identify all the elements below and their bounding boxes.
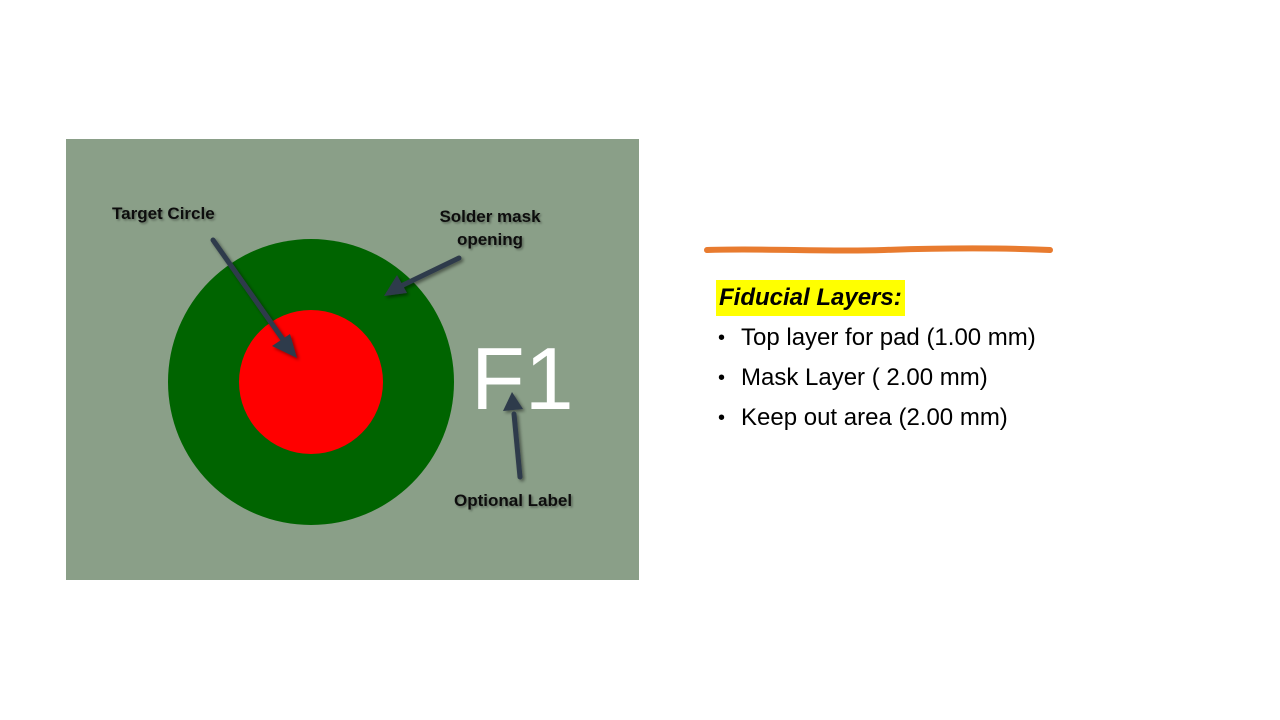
- arrow-solder-mask: [384, 255, 462, 296]
- layer-list-item: • Top layer for pad (1.00 mm): [716, 318, 1236, 358]
- fiducial-layers-notes: Fiducial Layers: • Top layer for pad (1.0…: [716, 280, 1236, 438]
- arrow-target-circle: [210, 237, 297, 358]
- bullet-icon: •: [718, 367, 726, 389]
- fiducial-label-f1: F1: [471, 329, 574, 428]
- callout-optional-label: Optional Label: [454, 491, 572, 510]
- layer-list-item: • Keep out area (2.00 mm): [716, 398, 1236, 438]
- fiducial-layers-heading: Fiducial Layers:: [716, 280, 905, 316]
- callout-target-circle: Target Circle: [112, 204, 215, 223]
- fiducial-diagram: F1 Target Circle Solder mask opening Opt…: [66, 139, 639, 580]
- layer-list-item-text: Keep out area (2.00 mm): [741, 404, 1008, 431]
- callout-solder-mask-line1: Solder mask: [439, 207, 541, 226]
- callout-solder-mask-line2: opening: [457, 230, 523, 249]
- layer-list-item-text: Top layer for pad (1.00 mm): [741, 324, 1036, 351]
- layer-list: • Top layer for pad (1.00 mm) • Mask Layer …: [716, 318, 1236, 438]
- bullet-icon: •: [718, 407, 726, 429]
- layer-list-item-text: Mask Layer ( 2.00 mm): [741, 364, 988, 391]
- bullet-icon: •: [718, 327, 726, 349]
- layer-list-item: • Mask Layer ( 2.00 mm): [716, 358, 1236, 398]
- target-circle: [239, 310, 383, 454]
- arrow-optional-label: [503, 392, 523, 480]
- orange-ink-annotation-line: [704, 245, 1053, 254]
